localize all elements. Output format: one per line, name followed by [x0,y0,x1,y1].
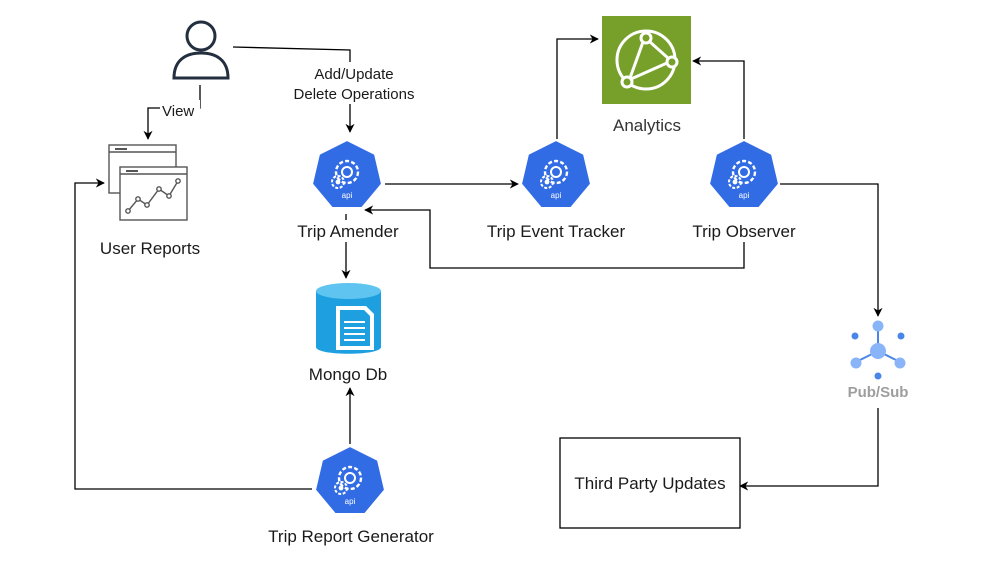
user-icon [172,20,230,80]
edge-label-view: View [162,103,194,120]
view-label-bg [160,100,200,120]
trip-amender-label: Trip Amender [297,222,399,241]
pubsub-label: Pub/Sub [848,384,909,401]
edge-observer-to-amender [364,205,745,269]
analytics-glyph [615,29,679,91]
trip-event-tracker-label: Trip Event Tracker [487,222,626,241]
third-party-box [559,437,741,529]
trip-amender-node[interactable]: api [310,138,384,210]
api-badge: api [739,191,750,200]
mongo-db-node[interactable] [316,283,381,354]
edge-label-delete-ops: Delete Operations [294,86,415,103]
mongo-db-label: Mongo Db [309,365,387,384]
pubsub-icon [850,320,906,380]
edge-label-add-update: Add/Update [314,66,393,83]
api-badge: api [342,191,353,200]
pubsub-node[interactable] [850,320,906,380]
edge-generator-to-reports [74,178,312,490]
api-badge: api [551,191,562,200]
trip-report-generator-node[interactable]: api [313,444,387,516]
third-party-label: Third Party Updates [574,474,725,493]
edges [74,34,883,491]
edge-observer-to-analytics [692,56,745,139]
amender-label-bg [290,220,408,242]
analytics-node[interactable] [602,16,691,104]
third-party-node[interactable]: Third Party Updates [559,437,741,529]
observer-label-bg [688,220,800,242]
edge-pubsub-to-thirdparty [739,408,879,491]
trip-report-generator-label: Trip Report Generator [268,527,434,546]
trip-observer-label: Trip Observer [692,222,796,241]
api-badge: api [345,497,356,506]
ops-label-bg [285,62,423,104]
trip-observer-node[interactable]: api [707,138,781,210]
trip-event-tracker-node[interactable]: api [519,138,593,210]
user-reports-label: User Reports [100,239,200,258]
report-chart-icon [108,144,188,221]
edge-user-to-amender [232,46,355,133]
edge-observer-to-pubsub [780,183,883,317]
edge-tracker-to-analytics [556,34,599,139]
database-icon [316,283,381,354]
analytics-label: Analytics [613,116,681,135]
